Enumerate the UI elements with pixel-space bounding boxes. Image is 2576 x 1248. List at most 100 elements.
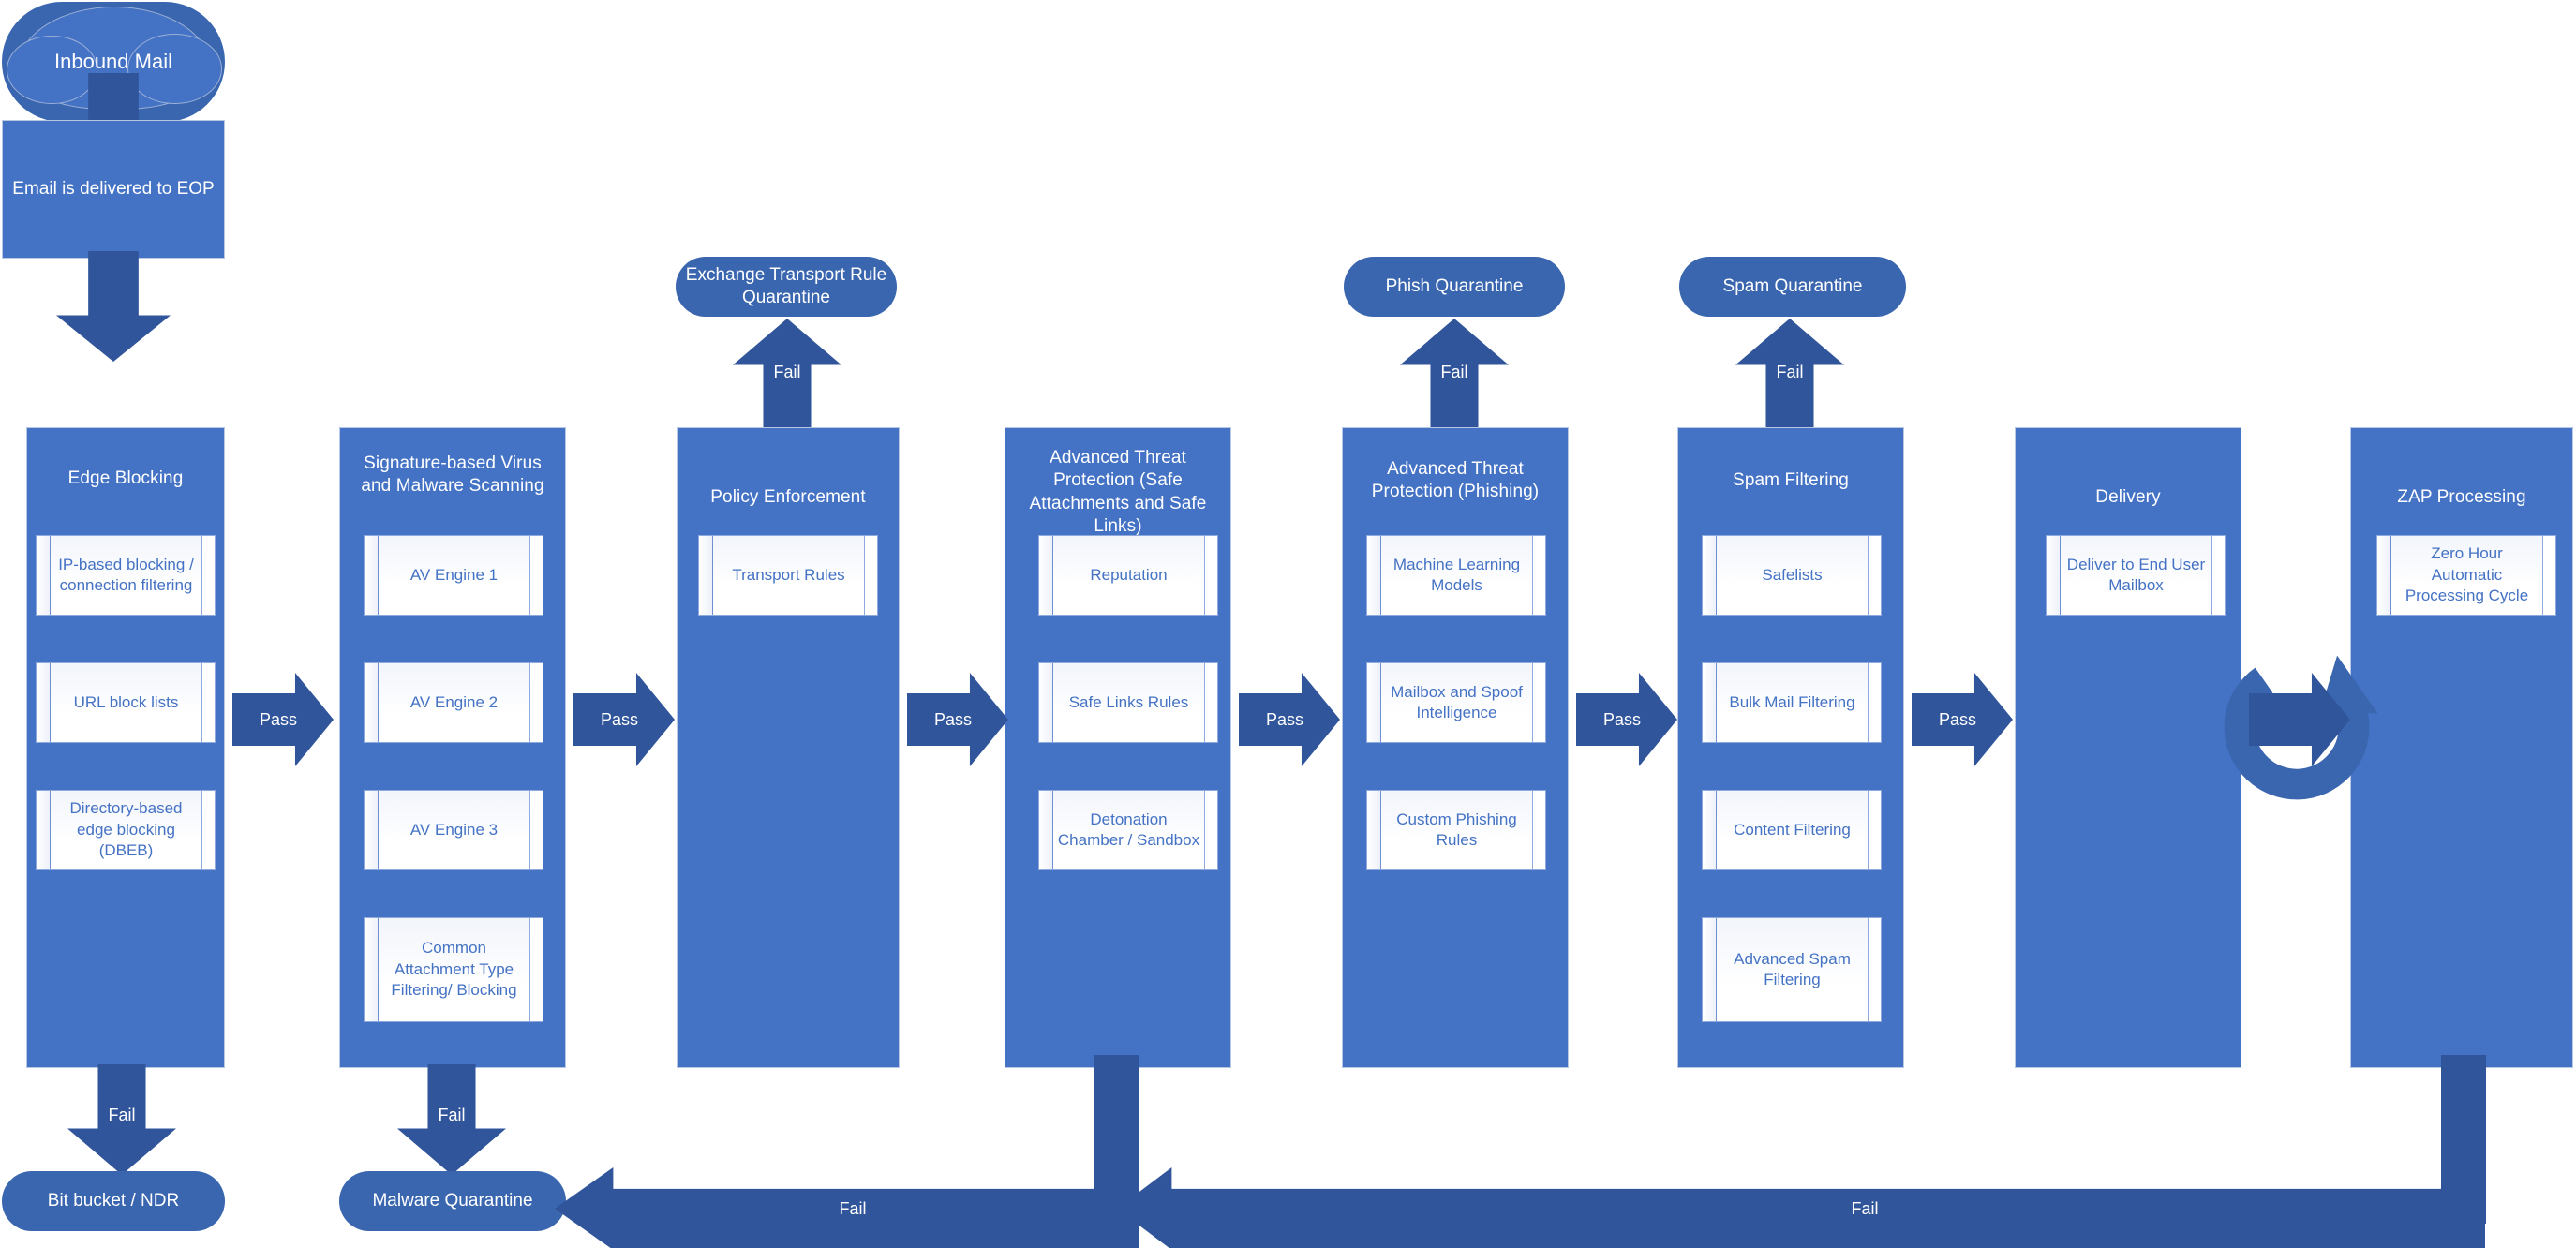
subitem-av-engine-3[interactable]: AV Engine 3 <box>364 790 543 870</box>
quarantine-label: Exchange Transport Rule Quarantine <box>685 265 887 307</box>
subitem-label: URL block lists <box>51 663 201 742</box>
subitem-label: Safe Links Rules <box>1053 663 1204 742</box>
arrow-fail-edge-blocking-down <box>67 1064 176 1175</box>
subitem-label: Deliver to End User Mailbox <box>2061 536 2211 615</box>
stage-title-atp-safe-attachments-links: Advanced Threat Protection (Safe Attachm… <box>1029 448 1207 536</box>
arrow-fail-return-left-1 <box>555 1167 1139 1248</box>
subitem-label: Custom Phishing Rules <box>1381 791 1532 869</box>
subitem-tail <box>1532 663 1545 742</box>
subitem-gutter <box>37 663 51 742</box>
subitem-label: AV Engine 2 <box>379 663 529 742</box>
stage-title-policy-enforcement: Policy Enforcement <box>710 487 866 507</box>
subitem-gutter <box>1367 791 1381 869</box>
eop-delivery-node: Email is delivered to EOP <box>2 120 225 259</box>
eop-delivery-label: Email is delivered to EOP <box>12 179 215 199</box>
subitem-gutter <box>365 791 379 869</box>
subitem-dbeb[interactable]: Directory-based edge blocking (DBEB) <box>36 790 216 870</box>
subitem-tail <box>201 791 215 869</box>
stage-title-zap-processing: ZAP Processing <box>2397 487 2526 507</box>
subitem-tail <box>201 663 215 742</box>
subitem-av-engine-1[interactable]: AV Engine 1 <box>364 535 543 616</box>
stage-title-atp-phishing: Advanced Threat Protection (Phishing) <box>1371 459 1540 502</box>
stage-title-virus-malware-scanning: Signature-based Virus and Malware Scanni… <box>361 453 544 497</box>
arrow-fail-return-left-2 <box>1117 1167 2485 1248</box>
subitem-safe-links-rules[interactable]: Safe Links Rules <box>1038 662 1218 743</box>
subitem-zero-hour-auto-processing[interactable]: Zero Hour Automatic Processing Cycle <box>2376 535 2556 616</box>
arrow-pass-4 <box>1239 673 1340 766</box>
subitem-gutter <box>1703 536 1717 615</box>
subitem-gutter <box>1703 791 1717 869</box>
subitem-tail <box>1532 536 1545 615</box>
subitem-gutter <box>1039 663 1053 742</box>
subitem-gutter <box>37 791 51 869</box>
subitem-gutter <box>2377 536 2391 615</box>
terminator-malware-quarantine[interactable]: Malware Quarantine <box>339 1171 566 1231</box>
subitem-label: Reputation <box>1053 536 1204 615</box>
subitem-gutter <box>365 918 379 1021</box>
quarantine-label: Spam Quarantine <box>1722 276 1863 297</box>
subitem-gutter <box>365 663 379 742</box>
subitem-av-engine-2[interactable]: AV Engine 2 <box>364 662 543 743</box>
inbound-mail-cloud: Inbound Mail <box>2 2 225 122</box>
subitem-url-block-lists[interactable]: URL block lists <box>36 662 216 743</box>
subitem-tail <box>1204 791 1217 869</box>
subitem-bulk-mail-filtering[interactable]: Bulk Mail Filtering <box>1702 662 1882 743</box>
subitem-label: IP-based blocking / connection filtering <box>51 536 201 615</box>
quarantine-phish[interactable]: Phish Quarantine <box>1344 257 1565 317</box>
arrow-pass-1 <box>232 673 334 766</box>
arrow-policy-fail-up <box>733 319 841 429</box>
subitem-tail <box>529 536 543 615</box>
arrow-fail-malware-down <box>397 1064 506 1175</box>
subitem-label: Advanced Spam Filtering <box>1717 918 1868 1021</box>
subitem-tail <box>1868 791 1881 869</box>
subitem-tail <box>1204 536 1217 615</box>
subitem-ip-based-blocking[interactable]: IP-based blocking / connection filtering <box>36 535 216 616</box>
subitem-tail <box>1532 791 1545 869</box>
subitem-label: AV Engine 1 <box>379 536 529 615</box>
subitem-safelists[interactable]: Safelists <box>1702 535 1882 616</box>
subitem-gutter <box>365 536 379 615</box>
subitem-tail <box>864 536 877 615</box>
subitem-gutter <box>2047 536 2061 615</box>
stage-policy-enforcement: Policy Enforcement <box>677 427 900 1068</box>
subitem-tail <box>2211 536 2225 615</box>
stage-title-spam-filtering: Spam Filtering <box>1733 470 1849 490</box>
subitem-tail <box>1204 663 1217 742</box>
subitem-tail <box>201 536 215 615</box>
arrow-pass-5 <box>1576 673 1677 766</box>
subitem-mailbox-spoof-intelligence[interactable]: Mailbox and Spoof Intelligence <box>1366 662 1546 743</box>
stage-edge-blocking: Edge Blocking <box>26 427 225 1068</box>
subitem-tail <box>2542 536 2555 615</box>
stage-title-edge-blocking: Edge Blocking <box>67 468 184 488</box>
quarantine-spam[interactable]: Spam Quarantine <box>1679 257 1906 317</box>
subitem-transport-rules[interactable]: Transport Rules <box>698 535 878 616</box>
stage-zap-processing: ZAP Processing <box>2350 427 2573 1068</box>
subitem-content-filtering[interactable]: Content Filtering <box>1702 790 1882 870</box>
arrow-pass-2 <box>573 673 675 766</box>
subitem-label: Transport Rules <box>713 536 864 615</box>
terminator-label: Malware Quarantine <box>372 1191 533 1211</box>
subitem-gutter <box>1703 663 1717 742</box>
subitem-common-attachment-filtering[interactable]: Common Attachment Type Filtering/ Blocki… <box>364 917 543 1022</box>
arrow-phish-fail-up <box>1400 319 1509 429</box>
quarantine-exchange-transport-rule[interactable]: Exchange Transport Rule Quarantine <box>676 257 897 317</box>
subitem-custom-phishing-rules[interactable]: Custom Phishing Rules <box>1366 790 1546 870</box>
subitem-label: Machine Learning Models <box>1381 536 1532 615</box>
subitem-gutter <box>699 536 713 615</box>
subitem-tail <box>529 663 543 742</box>
subitem-advanced-spam-filtering[interactable]: Advanced Spam Filtering <box>1702 917 1882 1022</box>
subitem-label: Common Attachment Type Filtering/ Blocki… <box>379 918 529 1021</box>
subitem-gutter <box>1367 536 1381 615</box>
subitem-detonation-chamber[interactable]: Detonation Chamber / Sandbox <box>1038 790 1218 870</box>
subitem-reputation[interactable]: Reputation <box>1038 535 1218 616</box>
quarantine-label: Phish Quarantine <box>1385 276 1524 297</box>
subitem-label: Safelists <box>1717 536 1868 615</box>
subitem-deliver-to-end-user-mailbox[interactable]: Deliver to End User Mailbox <box>2046 535 2226 616</box>
subitem-machine-learning-models[interactable]: Machine Learning Models <box>1366 535 1546 616</box>
subitem-gutter <box>1039 791 1053 869</box>
subitem-tail <box>1868 536 1881 615</box>
terminator-bit-bucket-ndr[interactable]: Bit bucket / NDR <box>2 1171 225 1231</box>
subitem-label: Bulk Mail Filtering <box>1717 663 1868 742</box>
subitem-label: Mailbox and Spoof Intelligence <box>1381 663 1532 742</box>
subitem-tail <box>529 791 543 869</box>
